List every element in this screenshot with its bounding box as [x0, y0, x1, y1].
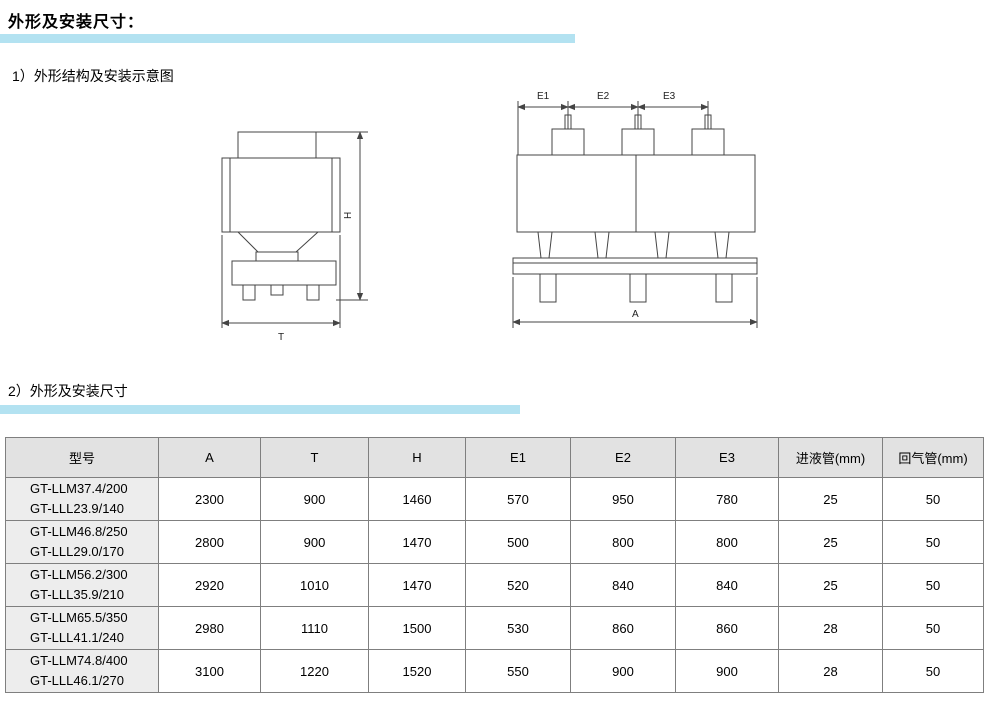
model-line-2: GT-LLL29.0/170 — [30, 544, 124, 559]
cell-a: 3100 — [158, 649, 261, 693]
cell-e3: 800 — [675, 520, 779, 564]
model-line-2: GT-LLL46.1/270 — [30, 673, 124, 688]
cell-h: 1460 — [368, 477, 466, 521]
header-t: T — [260, 437, 369, 478]
table-row: GT-LLM37.4/200 GT-LLL23.9/140 2300 900 1… — [5, 477, 984, 521]
cell-e2: 860 — [570, 606, 676, 650]
cell-t: 1010 — [260, 563, 369, 607]
cell-e2: 800 — [570, 520, 676, 564]
model-line-1: GT-LLM46.8/250 — [30, 524, 128, 539]
cell-e1: 520 — [465, 563, 571, 607]
cell-liquid-pipe: 25 — [778, 477, 883, 521]
cell-e2: 900 — [570, 649, 676, 693]
section-2-heading: 2）外形及安装尺寸 — [8, 383, 128, 399]
table-header-row: 型号 A T H E1 E2 E3 进液管(mm) 回气管(mm) — [5, 437, 984, 478]
cell-return-pipe: 50 — [882, 606, 984, 650]
cell-t: 1220 — [260, 649, 369, 693]
dim-label-a: A — [632, 309, 639, 320]
cell-liquid-pipe: 28 — [778, 649, 883, 693]
model-cell: GT-LLM65.5/350 GT-LLL41.1/240 — [5, 606, 159, 650]
dim-label-e3: E3 — [663, 91, 676, 102]
cell-a: 2300 — [158, 477, 261, 521]
header-model: 型号 — [5, 437, 159, 478]
cell-liquid-pipe: 25 — [778, 520, 883, 564]
cell-return-pipe: 50 — [882, 520, 984, 564]
model-line-2: GT-LLL35.9/210 — [30, 587, 124, 602]
dim-label-t: T — [278, 332, 284, 343]
cell-a: 2920 — [158, 563, 261, 607]
cell-h: 1470 — [368, 520, 466, 564]
model-cell: GT-LLM56.2/300 GT-LLL35.9/210 — [5, 563, 159, 607]
cell-liquid-pipe: 28 — [778, 606, 883, 650]
cell-e3: 840 — [675, 563, 779, 607]
model-line-1: GT-LLM37.4/200 — [30, 481, 128, 496]
dimensions-table: 型号 A T H E1 E2 E3 进液管(mm) 回气管(mm) GT-LLM… — [5, 437, 984, 693]
table-row: GT-LLM46.8/250 GT-LLL29.0/170 2800 900 1… — [5, 520, 984, 564]
cell-e2: 840 — [570, 563, 676, 607]
cell-t: 900 — [260, 520, 369, 564]
cell-a: 2800 — [158, 520, 261, 564]
cell-h: 1500 — [368, 606, 466, 650]
section-1-heading: 1）外形结构及安装示意图 — [12, 68, 174, 84]
table-row: GT-LLM65.5/350 GT-LLL41.1/240 2980 1110 … — [5, 606, 984, 650]
cell-e3: 780 — [675, 477, 779, 521]
dim-label-e2: E2 — [597, 91, 610, 102]
header-e2: E2 — [570, 437, 676, 478]
model-cell: GT-LLM74.8/400 GT-LLL46.1/270 — [5, 649, 159, 693]
title-underline-bar — [0, 34, 575, 43]
side-view-drawing: H T — [221, 131, 368, 343]
model-line-1: GT-LLM56.2/300 — [30, 567, 128, 582]
dim-label-h: H — [343, 212, 354, 219]
cell-h: 1470 — [368, 563, 466, 607]
section-2-underline-bar — [0, 405, 520, 414]
cell-h: 1520 — [368, 649, 466, 693]
header-liquid-pipe: 进液管(mm) — [778, 437, 883, 478]
header-h: H — [368, 437, 466, 478]
model-line-2: GT-LLL23.9/140 — [30, 501, 124, 516]
page-title: 外形及安装尺寸： — [8, 14, 145, 31]
cell-return-pipe: 50 — [882, 477, 984, 521]
cell-e1: 570 — [465, 477, 571, 521]
model-cell: GT-LLM37.4/200 GT-LLL23.9/140 — [5, 477, 159, 521]
header-e3: E3 — [675, 437, 779, 478]
header-return-pipe: 回气管(mm) — [882, 437, 984, 478]
cell-e1: 500 — [465, 520, 571, 564]
model-line-1: GT-LLM65.5/350 — [30, 610, 128, 625]
front-view-drawing: E1 E2 E3 — [512, 91, 758, 328]
header-a: A — [158, 437, 261, 478]
model-line-2: GT-LLL41.1/240 — [30, 630, 124, 645]
table-row: GT-LLM74.8/400 GT-LLL46.1/270 3100 1220 … — [5, 649, 984, 693]
model-line-1: GT-LLM74.8/400 — [30, 653, 128, 668]
cell-e1: 550 — [465, 649, 571, 693]
cell-t: 1110 — [260, 606, 369, 650]
header-e1: E1 — [465, 437, 571, 478]
table-row: GT-LLM56.2/300 GT-LLL35.9/210 2920 1010 … — [5, 563, 984, 607]
installation-diagrams: H T E1 E2 E3 — [221, 91, 758, 343]
cell-e2: 950 — [570, 477, 676, 521]
cell-e3: 860 — [675, 606, 779, 650]
cell-return-pipe: 50 — [882, 649, 984, 693]
model-cell: GT-LLM46.8/250 GT-LLL29.0/170 — [5, 520, 159, 564]
cell-e1: 530 — [465, 606, 571, 650]
dim-label-e1: E1 — [537, 91, 550, 102]
cell-e3: 900 — [675, 649, 779, 693]
cell-a: 2980 — [158, 606, 261, 650]
cell-liquid-pipe: 25 — [778, 563, 883, 607]
cell-return-pipe: 50 — [882, 563, 984, 607]
cell-t: 900 — [260, 477, 369, 521]
